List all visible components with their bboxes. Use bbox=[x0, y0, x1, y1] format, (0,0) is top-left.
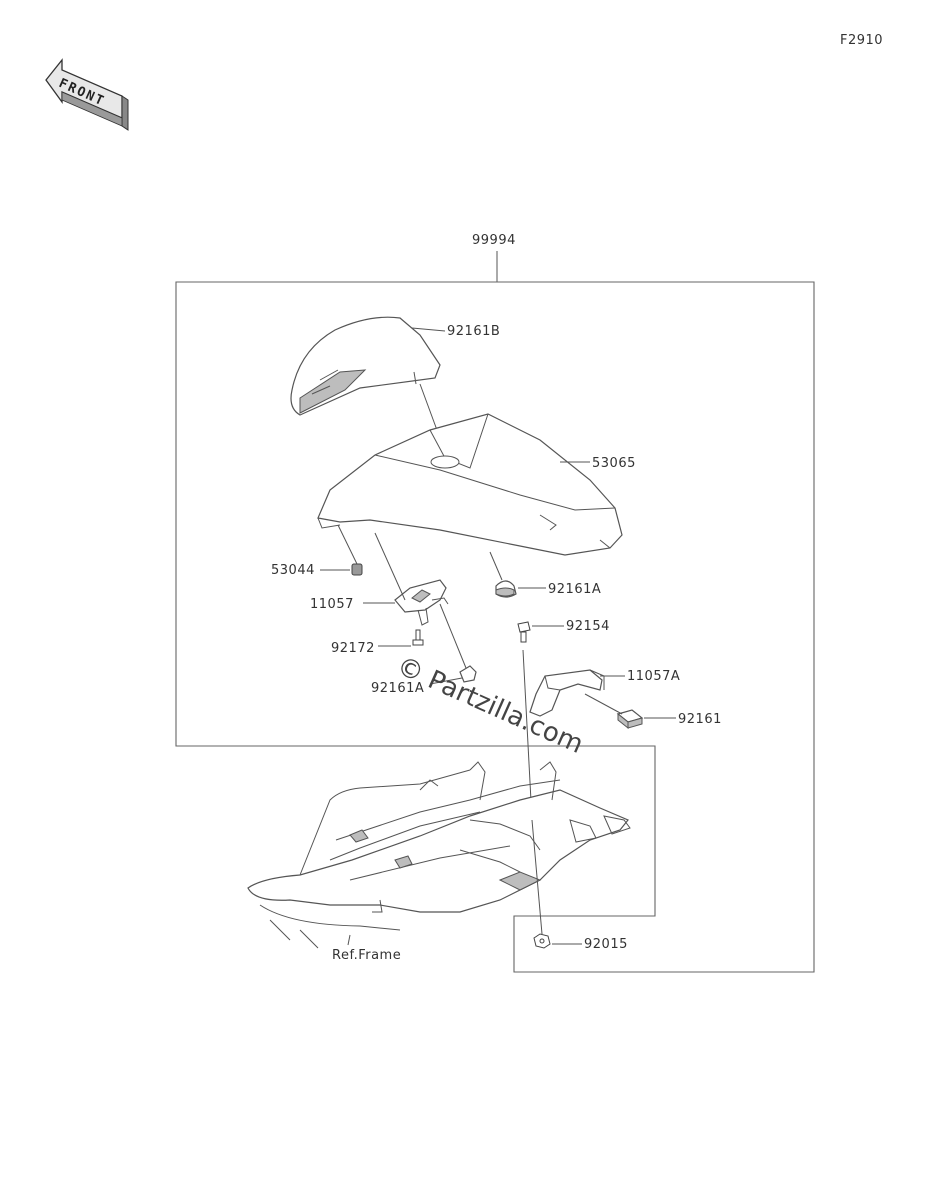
bracket-11057-part bbox=[394, 579, 449, 626]
callout-92161: 92161 bbox=[678, 712, 722, 727]
front-arrow-icon: FRONT bbox=[45, 58, 129, 131]
callout-92161a-lower: 92161A bbox=[371, 681, 424, 696]
kit-outline bbox=[175, 281, 815, 973]
cover-pad-part bbox=[290, 316, 441, 416]
leader-92161-drop bbox=[584, 693, 623, 715]
bolt-92172-part bbox=[412, 629, 424, 646]
callout-99994: 99994 bbox=[472, 233, 516, 248]
bracket-11057a-part bbox=[529, 669, 605, 717]
pad-92161-part bbox=[616, 709, 644, 730]
callout-11057a: 11057A bbox=[627, 669, 680, 684]
callout-92172: 92172 bbox=[331, 641, 375, 656]
seat-cover-part bbox=[317, 413, 623, 556]
leader-11057-drop bbox=[374, 532, 406, 601]
leader-92161b bbox=[411, 327, 446, 332]
nut-92015-part bbox=[533, 933, 551, 949]
leader-ref-frame bbox=[347, 934, 351, 946]
callout-92161a-upper: 92161A bbox=[548, 582, 601, 597]
callout-92154: 92154 bbox=[566, 619, 610, 634]
leader-92161a-lower bbox=[439, 603, 467, 669]
callout-11057: 11057 bbox=[310, 597, 354, 612]
bolt-92154-part bbox=[517, 621, 531, 643]
damper-92161a-lower-part bbox=[459, 665, 477, 683]
callout-92015: 92015 bbox=[584, 937, 628, 952]
callout-ref-frame: Ref.Frame bbox=[332, 948, 401, 963]
callout-53065: 53065 bbox=[592, 456, 636, 471]
callout-92161b: 92161B bbox=[447, 324, 500, 339]
leader-92161a-upper-drop bbox=[489, 551, 503, 581]
leader-92154-drop bbox=[522, 649, 533, 821]
damper-53044-part bbox=[351, 563, 363, 576]
leader-92161a-lower-h bbox=[429, 677, 463, 685]
leader-53044-drop bbox=[337, 524, 358, 565]
callout-53044: 53044 bbox=[271, 563, 315, 578]
leader-92015-up bbox=[531, 819, 543, 935]
figure-code: F2910 bbox=[840, 33, 883, 48]
reference-frame-part bbox=[247, 761, 631, 949]
watermark: © Partzilla.com bbox=[392, 651, 587, 760]
damper-92161a-upper-part bbox=[495, 580, 517, 598]
